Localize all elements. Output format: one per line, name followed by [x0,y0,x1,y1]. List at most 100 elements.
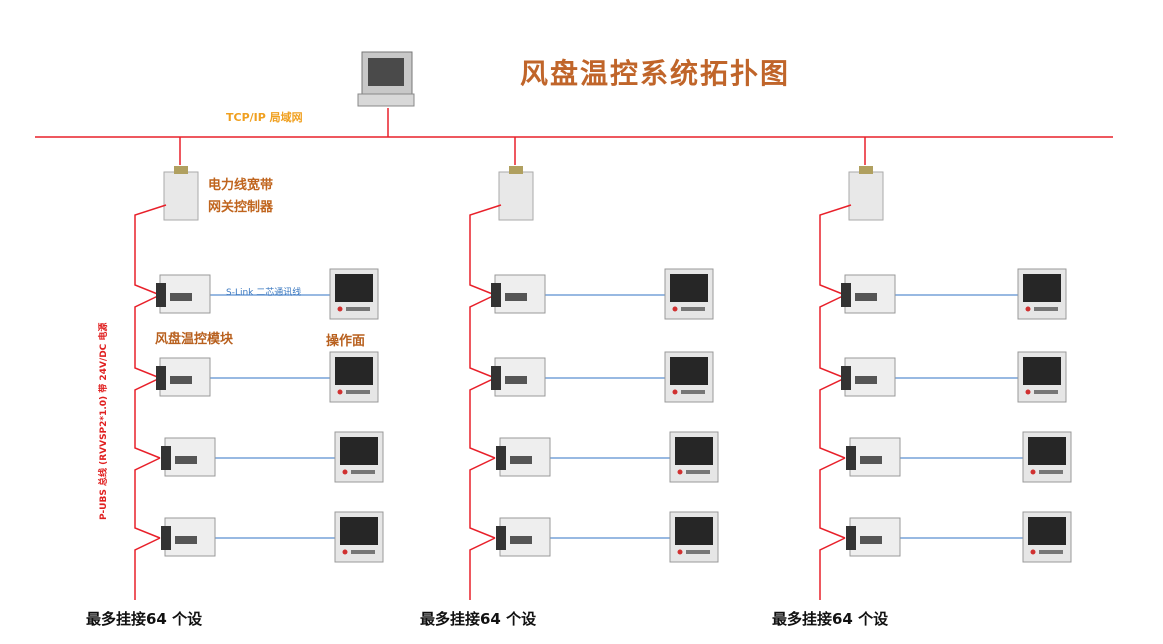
panel-buttons [351,470,375,474]
gateway-connector [509,166,523,174]
fan-coil-module-icon [496,517,551,557]
gateway-label-2: 网关控制器 [208,200,274,215]
bus-line [469,204,502,600]
computer-base [357,93,415,107]
panel-power-button [672,389,678,395]
module-pins [170,376,192,384]
operation-panel-icon [664,351,714,403]
panel-screen [1023,357,1061,385]
panel-buttons [686,550,710,554]
gateway-body [848,171,884,221]
panel-screen [670,357,708,385]
bottom-label-1: 最多挂接64 个设 [86,610,203,628]
panel-buttons [1034,390,1058,394]
panel-buttons [686,470,710,474]
panel-buttons [351,550,375,554]
bottom-label-2: 最多挂接64 个设 [420,610,537,628]
gateway-body [498,171,534,221]
operation-panel-icon [1022,431,1072,483]
module-pins [505,376,527,384]
fan-coil-module-icon [496,437,551,477]
panel-power-button [337,389,343,395]
panel-screen [335,274,373,302]
fan-coil-module-icon [491,357,546,397]
computer-screen [368,58,404,86]
panel-power-button [1030,549,1036,555]
module-pins [855,293,877,301]
panel-power-button [342,469,348,475]
fan-coil-module-icon [846,517,901,557]
panel-power-button [1025,306,1031,312]
operation-panel-icon [1017,351,1067,403]
panel-screen [1028,437,1066,465]
module-terminal [491,366,501,390]
panel-power-button [1025,389,1031,395]
panel-screen [335,357,373,385]
gateway-label-1: 电力线宽带 [208,178,274,193]
fan-coil-module-icon [156,274,211,314]
module-pins [510,536,532,544]
fan-coil-module-icon [491,274,546,314]
operation-panel-icon [329,268,379,320]
panel-buttons [681,390,705,394]
operation-panel-icon [1022,511,1072,563]
fan-coil-module-icon [161,437,216,477]
operation-panel-icon [1017,268,1067,320]
module-pins [170,293,192,301]
panel-power-button [342,549,348,555]
panel-screen [1023,274,1061,302]
bus-label: P-UBS 总线 (RVVSP2*1.0) 带 24V/DC 电源 [99,322,109,520]
fan-coil-module-icon [156,357,211,397]
gateway-icon [163,166,199,221]
panel-buttons [346,307,370,311]
operation-panel-icon [669,431,719,483]
bottom-label-3: 最多挂接64 个设 [772,610,889,628]
module-terminal [841,366,851,390]
module-terminal [496,446,506,470]
gateway-body [163,171,199,221]
module-pins [860,456,882,464]
module-terminal [846,446,856,470]
panel-power-button [1030,469,1036,475]
panel-power-button [337,306,343,312]
panel-screen [340,437,378,465]
module-label: 风盘温控模块 [155,332,234,347]
module-pins [175,536,197,544]
slink-label: S-Link 二芯通讯线 [226,288,302,298]
module-terminal [496,526,506,550]
module-terminal [846,526,856,550]
gateway-icon [498,166,534,221]
panel-screen [670,274,708,302]
module-terminal [491,283,501,307]
operation-panel-icon [334,431,384,483]
panel-buttons [1034,307,1058,311]
fan-coil-module-icon [841,357,896,397]
panel-buttons [681,307,705,311]
panel-buttons [1039,550,1063,554]
diagram-title: 风盘温控系统拓扑图 [520,57,791,90]
panel-power-button [672,306,678,312]
panel-screen [1028,517,1066,545]
fan-coil-module-icon [161,517,216,557]
panel-power-button [677,469,683,475]
module-terminal [156,366,166,390]
gateway-connector [174,166,188,174]
panel-buttons [1039,470,1063,474]
operation-panel-icon [664,268,714,320]
gateway-icon [848,166,884,221]
operation-panel-icon [669,511,719,563]
operation-panel-icon [334,511,384,563]
operation-panel-icon [329,351,379,403]
computer-icon [357,51,415,107]
panel-buttons [346,390,370,394]
gateway-connector [859,166,873,174]
bus-line [134,204,167,600]
fan-coil-module-icon [841,274,896,314]
panel-screen [675,437,713,465]
panel-screen [675,517,713,545]
module-pins [855,376,877,384]
module-pins [860,536,882,544]
module-pins [175,456,197,464]
